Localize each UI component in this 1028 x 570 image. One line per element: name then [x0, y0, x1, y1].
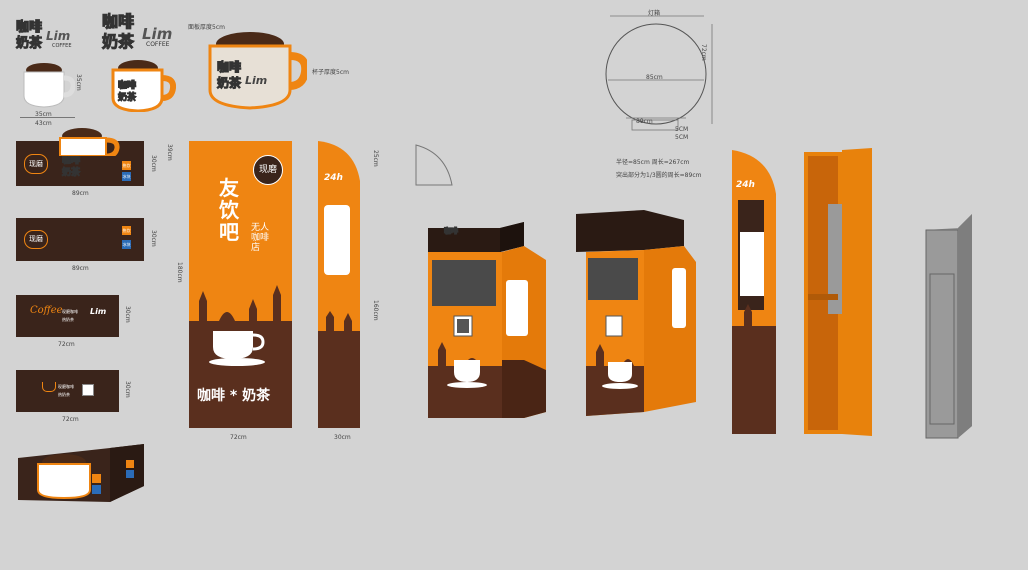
small-sign-outer-width: 43cm [35, 120, 52, 127]
panel1-mill-label: 现磨 [29, 160, 43, 168]
panel-4: 现磨咖啡 热奶茶 [16, 370, 119, 412]
vending-machine-angled [572, 206, 702, 418]
panel2-cold-badge: 冰块 [122, 240, 131, 249]
orange-cup-sign: 咖啡 奶茶 [110, 58, 177, 113]
banner-mill-badge: 现磨 [253, 155, 283, 185]
small-sign-height: 35cm [75, 74, 82, 91]
banner-title: 友饮吧 [219, 176, 239, 244]
circle-base: 89cm [636, 118, 653, 125]
logo3d-line1: 咖啡 [101, 12, 135, 32]
note-line-1: 半径=85cm 周长=267cm [616, 159, 690, 166]
circle-size-1: 5CM [675, 126, 689, 133]
vending-machine-front: 咖啡 [424, 200, 554, 420]
bigcup-line2: 奶茶 [216, 76, 242, 91]
small-sign-inner-width: 35cm [35, 111, 52, 118]
panel4-width: 72cm [62, 416, 79, 423]
big-cup-shape [208, 32, 310, 110]
panel2-height: 30cm [150, 230, 157, 247]
small-cup-sign [20, 62, 76, 108]
logo-line2: 奶茶 [15, 36, 43, 52]
circle-height: 72cm [700, 44, 707, 61]
bigcup-brand: Lim [245, 74, 268, 87]
logo-brand: Lim [46, 29, 71, 43]
circle-size-2: 5CM [675, 134, 689, 141]
panel2-mill-badge: 现磨 [24, 230, 48, 249]
side-panel-top: 25cm [372, 150, 379, 167]
banner-mill-label: 现磨 [258, 165, 277, 175]
panel2-hot-badge: 热饮 [122, 226, 131, 235]
panel3-line-a: 现磨咖啡 [62, 309, 78, 314]
panel4-cup-icon [42, 382, 56, 392]
face-thickness-note: 面板厚度5cm [188, 24, 225, 31]
big-cup-sign: 咖啡 奶茶 Lim [205, 30, 310, 110]
panel1-logo-line2: 奶茶 [61, 168, 81, 179]
side-panel: 24h [318, 141, 360, 428]
machine2-shape [576, 210, 696, 416]
panel3-width: 72cm [58, 341, 75, 348]
panel3-height: 30cm [124, 306, 131, 323]
orange-cup-shape [111, 60, 177, 113]
gray-cabinet-shape [925, 214, 972, 439]
panel4-qr-icon [82, 384, 94, 396]
panel-3: Coffee 现磨咖啡 热奶茶 Lim [16, 295, 119, 337]
panel1-height: 30cm [150, 155, 157, 172]
panel2-width: 89cm [72, 265, 89, 272]
panel1-outer-height: 39cm [166, 144, 173, 161]
cup-thickness-note: 杯子厚度5cm [312, 69, 349, 76]
ocup-line2: 奶茶 [117, 93, 137, 104]
panel1-width: 89cm [72, 190, 89, 197]
panel1-cup-shape [59, 128, 120, 159]
logo-line1: 咖啡 [15, 20, 43, 36]
panel1-logo-line1: 咖啡 [61, 156, 81, 167]
logo-plain: 咖啡 奶茶 Lim COFFEE [15, 16, 84, 52]
banner-width: 72cm [230, 434, 247, 441]
banner-cup-icon [209, 331, 265, 366]
banner-bottom-text: 咖啡 * 奶茶 [197, 388, 271, 404]
side-panel-height: 160cm [372, 300, 379, 321]
small-cup-shape [23, 63, 76, 108]
machine1-shape [428, 222, 546, 418]
tall-banner: 现磨 友饮吧 无人咖啡店 咖啡 * 奶茶 [189, 141, 292, 428]
side-panel-2: 24h [732, 150, 776, 434]
logo3d-line2: 奶茶 [101, 32, 135, 52]
arc-outline-shape [415, 144, 453, 186]
side-panel-24h: 24h [324, 173, 343, 183]
side-panel-width: 30cm [334, 434, 351, 441]
panel3-line-b: 热奶茶 [62, 317, 74, 322]
logo3d-coffee: COFFEE [146, 41, 170, 48]
banner-subtitle: 无人咖啡店 [251, 223, 270, 253]
note-line-2: 突出部分为1/3圆的周长=89cm [616, 172, 702, 179]
machine1-logo-line1: 咖啡 [444, 227, 459, 236]
panel1-cup-top [54, 126, 120, 159]
side-panel-shape [318, 141, 360, 428]
logo-3d: 咖啡 奶茶 Lim COFFEE [101, 8, 186, 52]
panel3-brand: Lim [90, 307, 107, 316]
circle-sign-shape [605, 15, 713, 131]
panel4-line-b: 热奶茶 [58, 392, 70, 397]
panel2-mill-label: 现磨 [29, 235, 43, 243]
banner-height: 180cm [176, 262, 183, 283]
circle-title: 灯箱 [648, 10, 661, 17]
panel1-mill-badge: 现磨 [24, 154, 48, 174]
lightbox-3d-shape [18, 444, 144, 502]
panel3-script: Coffee [30, 305, 63, 316]
logo-coffee: COFFEE [52, 43, 72, 49]
bigcup-line1: 咖啡 [216, 60, 242, 75]
logo3d-brand: Lim [142, 25, 173, 43]
side-panel-2-shape [732, 150, 776, 434]
ocup-line1: 咖啡 [117, 81, 137, 92]
panel-2: 现磨 热饮 冰块 [16, 218, 144, 261]
open-cabinet-shape [804, 148, 872, 436]
panel4-line-a: 现磨咖啡 [58, 384, 74, 389]
panel4-height: 30cm [124, 381, 131, 398]
lightbox-3d [14, 440, 146, 510]
circle-diameter: 85cm [646, 74, 663, 81]
panel1-cold-badge: 冰块 [122, 172, 131, 181]
side-panel-2-24h: 24h [736, 180, 755, 190]
panel1-hot-badge: 热饮 [122, 161, 131, 170]
